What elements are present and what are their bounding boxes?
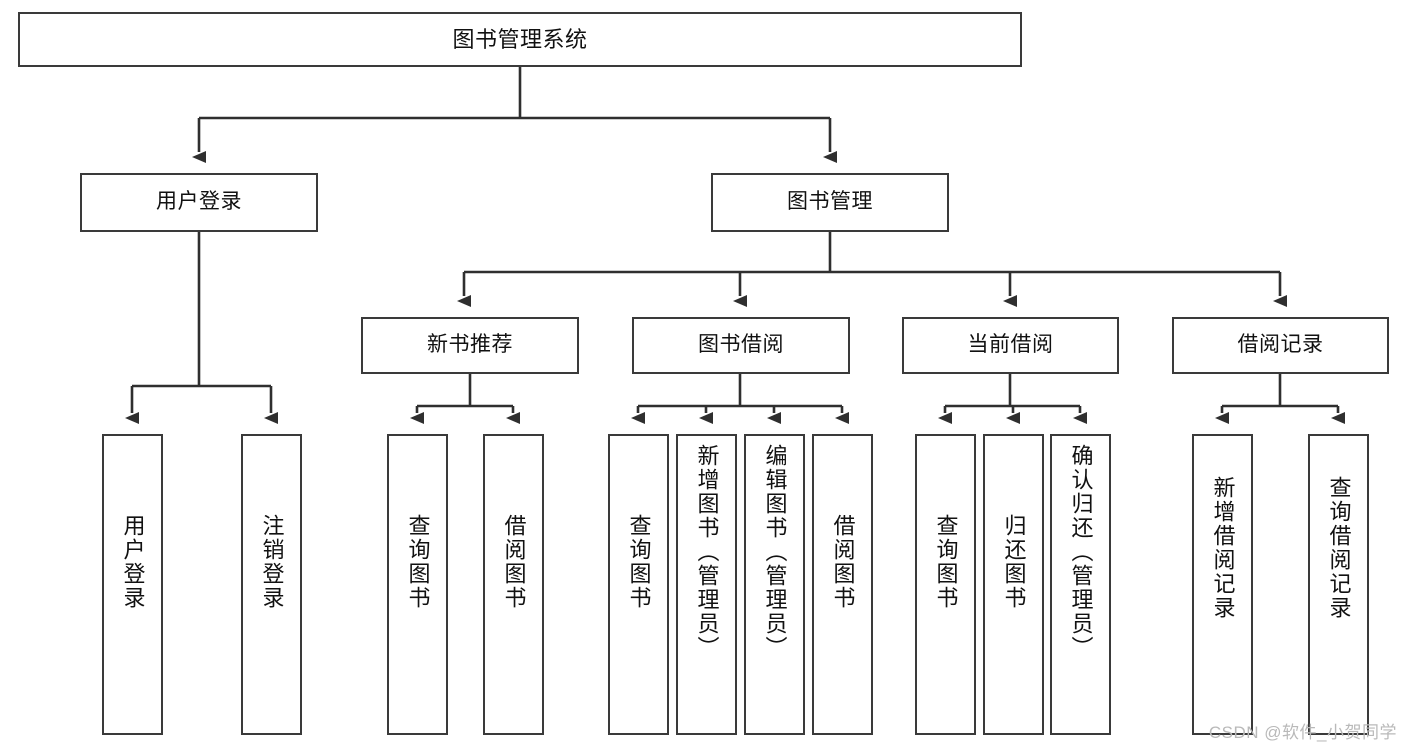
leaf-confirm-return[interactable]: 确认归还（管理员） (1050, 434, 1111, 735)
leaf-add-borrow-record[interactable]: 新增借阅记录 (1192, 434, 1253, 735)
node-label: 新书推荐 (427, 333, 513, 357)
node-book-management[interactable]: 图书管理 (711, 173, 949, 232)
node-label: 注销登录 (259, 514, 285, 610)
node-label: 借阅图书 (830, 514, 856, 610)
node-user-login[interactable]: 用户登录 (80, 173, 318, 232)
node-root-system[interactable]: 图书管理系统 (18, 12, 1022, 67)
leaf-query-book-1[interactable]: 查询图书 (387, 434, 448, 735)
node-label: 用户登录 (156, 190, 242, 214)
node-label: 用户登录 (120, 514, 146, 610)
node-label: 确认归还（管理员） (1068, 444, 1094, 660)
node-label: 借阅记录 (1237, 333, 1324, 357)
leaf-add-book[interactable]: 新增图书（管理员） (676, 434, 737, 735)
leaf-edit-book[interactable]: 编辑图书（管理员） (744, 434, 805, 735)
node-label: 图书管理 (787, 190, 873, 214)
node-label: 查询借阅记录 (1326, 476, 1352, 620)
node-label: 归还图书 (1001, 514, 1027, 610)
leaf-borrow-book-1[interactable]: 借阅图书 (483, 434, 544, 735)
node-label: 查询图书 (405, 514, 431, 610)
node-label: 查询图书 (933, 514, 959, 610)
node-new-book-recommend[interactable]: 新书推荐 (361, 317, 579, 374)
node-current-borrow[interactable]: 当前借阅 (902, 317, 1119, 374)
leaf-query-book-3[interactable]: 查询图书 (915, 434, 976, 735)
node-label: 当前借阅 (967, 333, 1054, 357)
node-label: 借阅图书 (501, 514, 527, 610)
node-label: 图书借阅 (698, 333, 784, 357)
leaf-borrow-book-2[interactable]: 借阅图书 (812, 434, 873, 735)
node-book-borrow[interactable]: 图书借阅 (632, 317, 850, 374)
leaf-query-book-2[interactable]: 查询图书 (608, 434, 669, 735)
node-borrow-record[interactable]: 借阅记录 (1172, 317, 1389, 374)
node-label: 查询图书 (626, 514, 652, 610)
leaf-logout[interactable]: 注销登录 (241, 434, 302, 735)
leaf-query-borrow-record[interactable]: 查询借阅记录 (1308, 434, 1369, 735)
node-label: 编辑图书（管理员） (762, 444, 788, 660)
node-label: 图书管理系统 (452, 26, 588, 52)
leaf-return-book[interactable]: 归还图书 (983, 434, 1044, 735)
leaf-user-login[interactable]: 用户登录 (102, 434, 163, 735)
watermark-text: CSDN @软件_小贺同学 (1208, 723, 1397, 742)
node-label: 新增借阅记录 (1210, 476, 1236, 620)
node-label: 新增图书（管理员） (694, 444, 720, 660)
